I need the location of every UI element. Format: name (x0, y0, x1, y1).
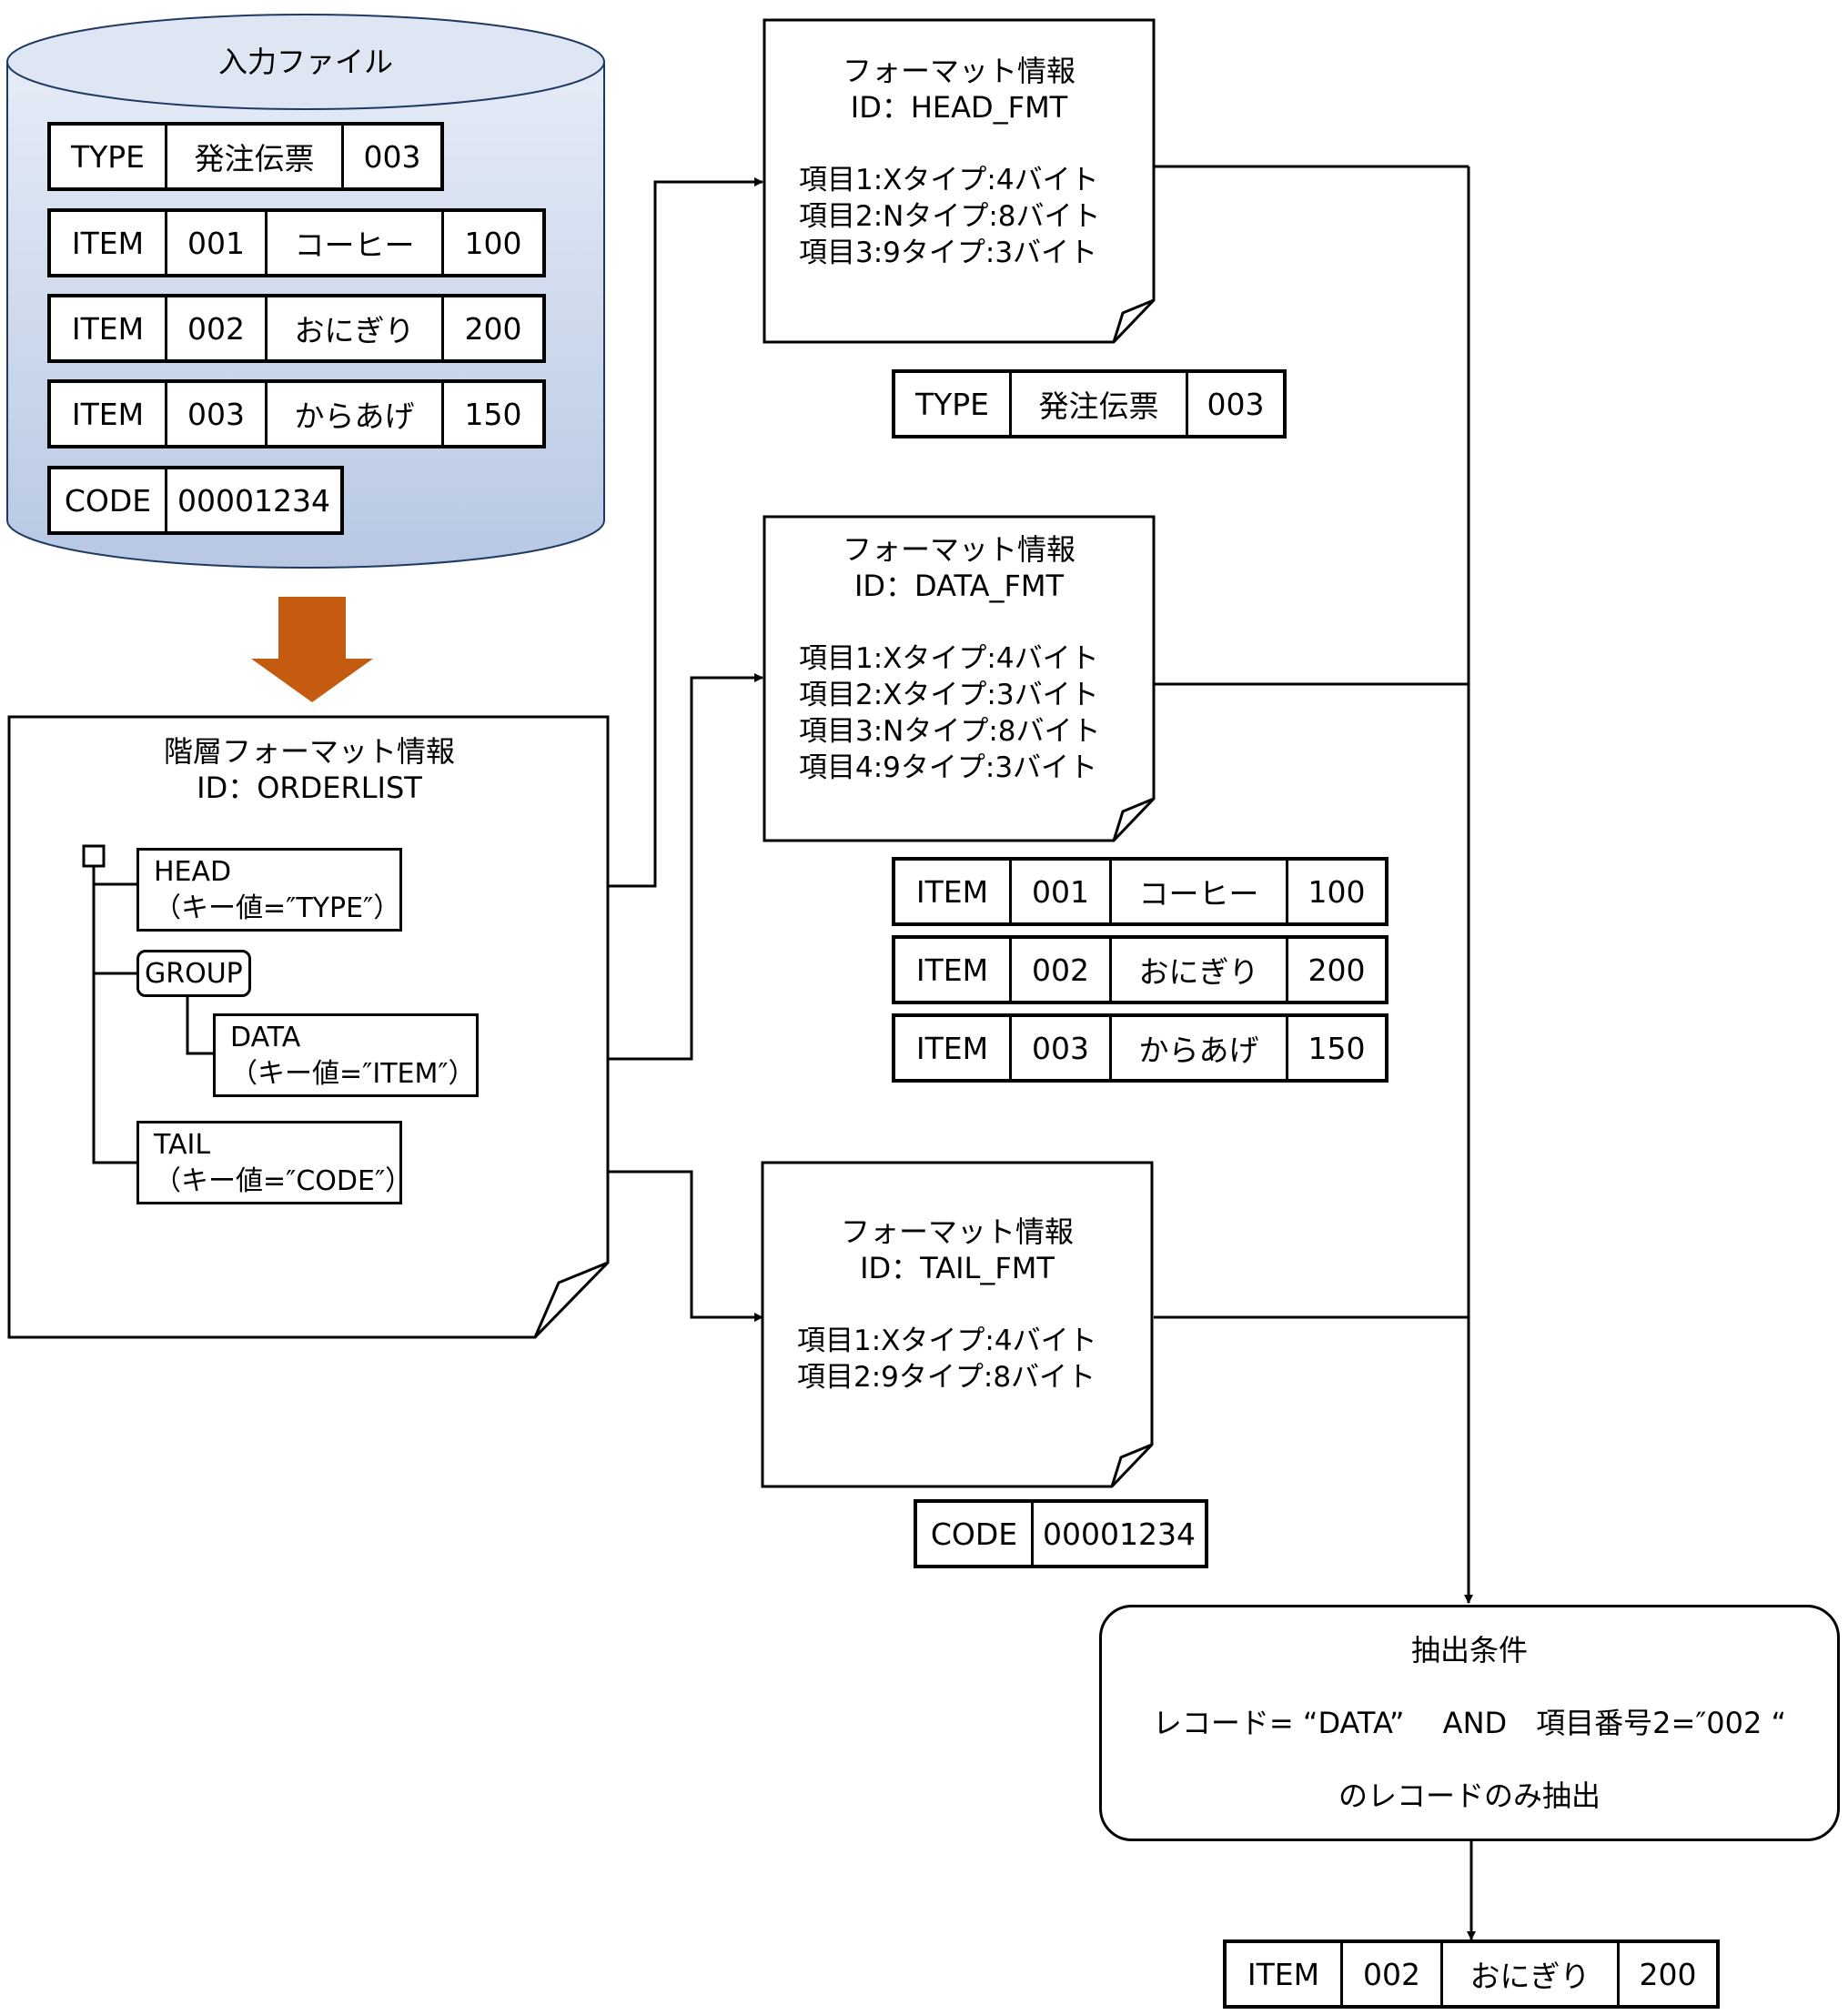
record-cell: ITEM (51, 297, 167, 359)
record-cell: CODE (51, 469, 167, 531)
record-cell: 発注伝票 (167, 126, 344, 187)
record-cell: 001 (167, 212, 268, 274)
record-cell: TYPE (51, 126, 167, 187)
record-cell: 002 (1012, 939, 1112, 1001)
record-cell: 100 (1308, 873, 1366, 910)
record-cell: コーヒー (268, 212, 444, 274)
record-cell: TYPE (895, 373, 1012, 435)
record-cell: 150 (464, 396, 522, 432)
record-cell: 001 (1012, 861, 1112, 922)
input-record-item-2: ITEM 002 おにぎり 200 (47, 294, 546, 363)
data-format-item-1: 項目1:Xタイプ:4バイト (799, 642, 1099, 675)
record-cell: ITEM (1227, 1943, 1343, 2005)
tree-node-group: GROUP (136, 950, 251, 997)
down-arrow-icon (251, 597, 373, 702)
tail-format-title: フォーマット情報 (840, 1214, 1074, 1249)
condition-line-1: レコード= “DATA” AND 項目番号2=″002 “ (1152, 1706, 1787, 1740)
record-cell: ITEM (51, 383, 167, 445)
head-format-title: フォーマット情報 (842, 54, 1075, 88)
record-cell: 002 (167, 297, 268, 359)
node-name: GROUP (145, 958, 243, 990)
record-cell: CODE (917, 1503, 1034, 1565)
input-file-title: 入力ファイル (217, 45, 393, 79)
record-cell: ITEM (895, 1017, 1012, 1079)
record-cell: 002 (1343, 1943, 1443, 2005)
record-cell: おにぎり (268, 297, 444, 359)
record-cell: 150 (1308, 1030, 1366, 1066)
record-cell: 003 (1207, 386, 1265, 422)
record-cell: おにぎり (1112, 939, 1288, 1001)
record-cell: ITEM (895, 861, 1012, 922)
record-cell: からあげ (268, 383, 444, 445)
node-key: （キー値=″CODE″） (154, 1165, 413, 1197)
input-record-type: TYPE 発注伝票 003 (47, 122, 444, 191)
head-format-id: ID：HEAD_FMT (850, 90, 1068, 125)
input-record-code: CODE 00001234 (47, 466, 344, 535)
condition-title: 抽出条件 (1410, 1633, 1528, 1667)
node-name: DATA (230, 1022, 301, 1053)
record-cell: おにぎり (1443, 1943, 1620, 2005)
tree-node-tail: TAIL （キー値=″CODE″） (136, 1121, 413, 1204)
data-output-record-1: ITEM 001 コーヒー 100 (892, 857, 1389, 926)
tail-format-id: ID：TAIL_FMT (860, 1251, 1055, 1285)
tree-node-data: DATA （キー値=″ITEM″） (213, 1013, 479, 1097)
input-record-item-3: ITEM 003 からあげ 150 (47, 379, 546, 448)
input-record-item-1: ITEM 001 コーヒー 100 (47, 208, 546, 277)
condition-line-2: のレコードのみ抽出 (1338, 1778, 1601, 1813)
record-cell: 003 (1012, 1017, 1112, 1079)
tail-format-item-2: 項目2:9タイプ:8バイト (797, 1361, 1096, 1394)
data-output-record-2: ITEM 002 おにぎり 200 (892, 935, 1389, 1004)
tree-lines (82, 844, 215, 1164)
result-record: ITEM 002 おにぎり 200 (1223, 1939, 1720, 2009)
record-cell: 200 (1639, 1956, 1697, 1992)
record-cell: 発注伝票 (1012, 373, 1188, 435)
data-format-title: フォーマット情報 (842, 532, 1075, 567)
tail-output-record: CODE 00001234 (914, 1499, 1208, 1568)
record-cell: 003 (167, 383, 268, 445)
node-key: （キー値=″TYPE″） (154, 892, 401, 924)
tail-format-document-shape (761, 1161, 1154, 1488)
data-format-item-3: 項目3:Nタイプ:8バイト (799, 715, 1101, 748)
tail-format-item-1: 項目1:Xタイプ:4バイト (797, 1325, 1097, 1357)
record-cell: 200 (1308, 952, 1366, 988)
tree-root-icon (84, 846, 104, 866)
tree-node-head: HEAD （キー値=″TYPE″） (136, 848, 402, 932)
data-format-item-2: 項目2:Xタイプ:3バイト (799, 679, 1099, 711)
head-output-record: TYPE 発注伝票 003 (892, 369, 1287, 438)
hierarchy-title: 階層フォーマット情報 (163, 734, 455, 769)
record-cell: 00001234 (177, 482, 330, 519)
record-cell: からあげ (1112, 1017, 1288, 1079)
record-cell: ITEM (51, 212, 167, 274)
record-cell: ITEM (895, 939, 1012, 1001)
node-key: （キー値=″ITEM″） (230, 1058, 476, 1090)
hierarchy-id: ID：ORDERLIST (197, 771, 422, 805)
record-cell: 00001234 (1043, 1516, 1196, 1552)
record-cell: 200 (464, 310, 522, 347)
node-name: HEAD (154, 856, 232, 888)
extraction-condition-box (1099, 1605, 1840, 1841)
record-cell: 100 (464, 225, 522, 261)
head-format-item-1: 項目1:Xタイプ:4バイト (799, 164, 1099, 196)
data-format-id: ID：DATA_FMT (853, 569, 1065, 603)
node-name: TAIL (154, 1129, 211, 1161)
record-cell: コーヒー (1112, 861, 1288, 922)
head-format-item-3: 項目3:9タイプ:3バイト (799, 237, 1098, 269)
data-format-document-shape (762, 515, 1156, 842)
data-format-item-4: 項目4:9タイプ:3バイト (799, 751, 1098, 784)
head-format-item-2: 項目2:Nタイプ:8バイト (799, 200, 1101, 233)
data-output-record-3: ITEM 003 からあげ 150 (892, 1013, 1389, 1083)
head-format-document-shape (762, 18, 1156, 344)
record-cell: 003 (363, 138, 421, 175)
